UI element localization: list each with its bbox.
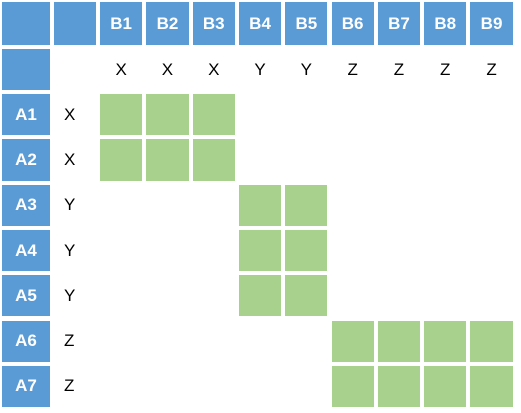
match-cell-a3-b4	[236, 182, 284, 228]
match-cell-a5-b4	[236, 273, 284, 319]
column-group-b2: X	[161, 59, 174, 79]
row-group-a4: Y	[64, 240, 76, 260]
row-group-a1: X	[64, 104, 76, 124]
column-header-b8: B8	[422, 0, 469, 47]
column-group-b4: Y	[254, 59, 266, 79]
row-group-a7: Z	[64, 376, 75, 396]
row-group-a6: Z	[64, 331, 75, 351]
column-header-b1: B1	[98, 0, 145, 47]
match-cell-a7-b8	[422, 363, 469, 410]
match-cell-a4-b5	[283, 227, 330, 274]
row-header-a3: A3	[0, 182, 52, 228]
column-group-b7: Z	[393, 59, 405, 79]
corner-header-cell	[0, 0, 52, 47]
row-header-a5: A5	[0, 273, 52, 319]
column-header-b7: B7	[375, 0, 423, 47]
match-cell-a1-b3	[190, 92, 237, 138]
group-header-blank-cell	[52, 0, 98, 47]
column-header-b6: B6	[329, 0, 376, 47]
match-cell-a7-b9	[468, 363, 515, 410]
row-header-a4: A4	[0, 227, 52, 274]
match-cell-a7-b6	[329, 363, 376, 410]
column-group-b8: Z	[440, 59, 451, 79]
row-header-a7: A7	[0, 363, 52, 410]
match-cell-a6-b7	[375, 318, 423, 364]
match-cell-a1-b1	[98, 92, 145, 138]
match-cell-a1-b2	[144, 92, 191, 138]
column-header-b9: B9	[468, 0, 515, 47]
match-cell-a6-b6	[329, 318, 376, 364]
match-cell-a2-b2	[144, 137, 191, 183]
row-header-blank-cell	[0, 47, 52, 92]
match-cell-a5-b5	[283, 273, 330, 319]
row-header-a1: A1	[0, 92, 52, 138]
column-header-b4: B4	[236, 0, 284, 47]
column-header-b3: B3	[190, 0, 237, 47]
column-header-b5: B5	[283, 0, 330, 47]
row-header-a2: A2	[0, 137, 52, 183]
match-cell-a6-b9	[468, 318, 515, 364]
match-cell-a2-b3	[190, 137, 237, 183]
row-header-a6: A6	[0, 318, 52, 364]
match-cell-a4-b4	[236, 227, 284, 274]
row-group-a5: Y	[64, 285, 76, 305]
match-cell-a2-b1	[98, 137, 145, 183]
match-cell-a6-b8	[422, 318, 469, 364]
column-group-b6: Z	[347, 59, 358, 79]
column-group-b1: X	[115, 59, 127, 79]
column-group-b9: Z	[486, 59, 497, 79]
row-group-a2: X	[64, 149, 76, 169]
column-group-b3: X	[208, 59, 220, 79]
match-cell-a3-b5	[283, 182, 330, 228]
column-group-b5: Y	[300, 59, 312, 79]
match-cell-a7-b7	[375, 363, 423, 410]
row-group-a3: Y	[64, 195, 76, 215]
column-header-b2: B2	[144, 0, 191, 47]
